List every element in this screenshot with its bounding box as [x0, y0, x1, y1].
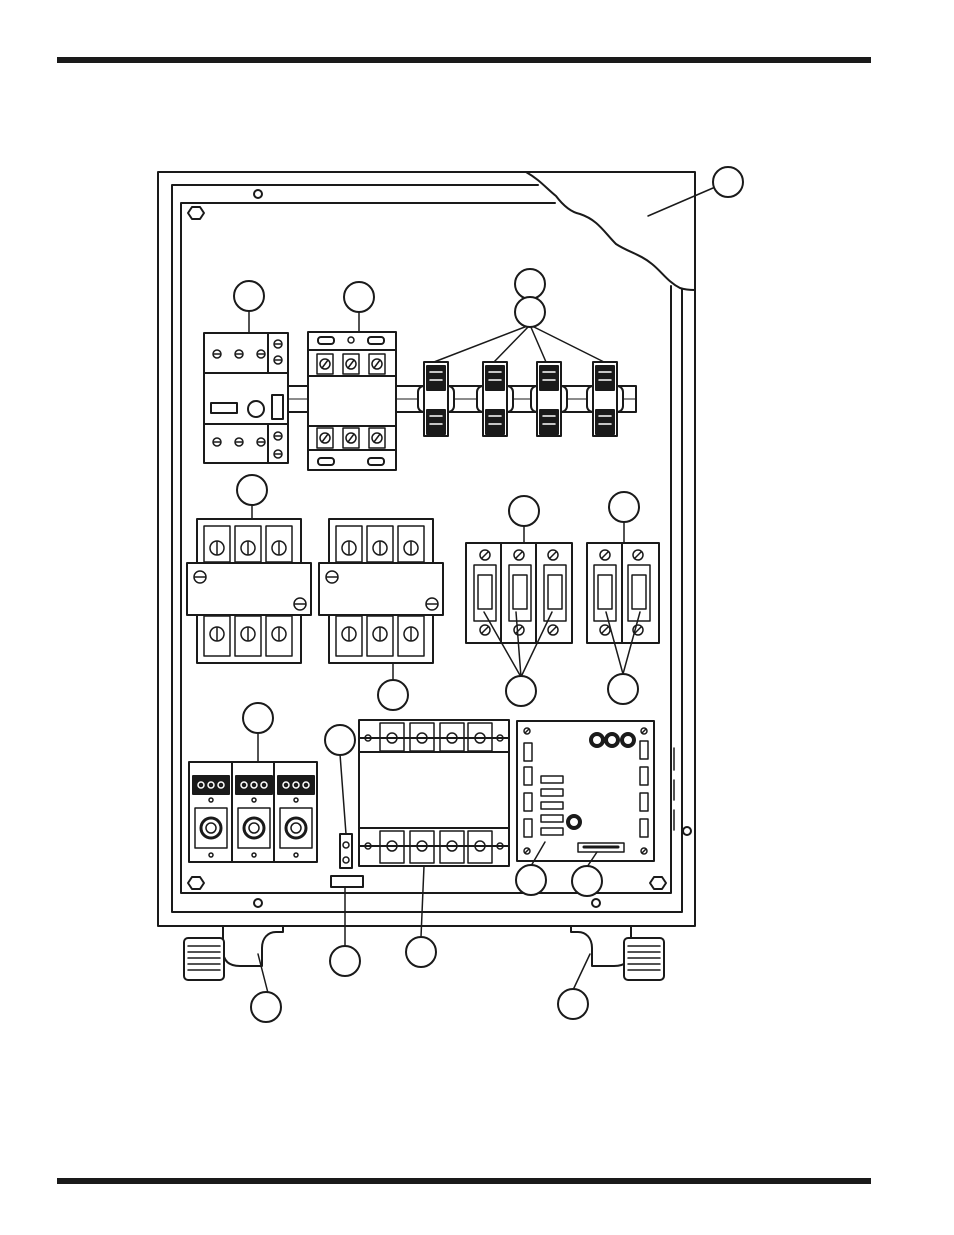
- fitting-right: [571, 926, 664, 980]
- power-block-right: [319, 519, 443, 663]
- callout-fitting-right: [558, 989, 588, 1019]
- callout-power-block: [237, 475, 267, 505]
- callout-surge-arrester: [243, 703, 273, 733]
- power-block-left: [187, 519, 311, 663]
- cutaway-cover: [526, 172, 695, 290]
- small-fuse: [340, 834, 352, 868]
- transformer: [359, 720, 509, 866]
- callout-cover: [713, 167, 743, 197]
- fuse-holder-2pole: [587, 543, 659, 643]
- surge-arresters: [189, 762, 317, 862]
- callout-control-board: [516, 865, 546, 895]
- callout-power-block-2: [378, 680, 408, 710]
- terminal-block-1: [418, 362, 454, 436]
- terminal-block-2: [477, 362, 513, 436]
- contactor: [308, 332, 396, 470]
- callout-ground-lug: [330, 946, 360, 976]
- callout-board-connector: [572, 866, 602, 896]
- terminal-block-4: [587, 362, 623, 436]
- callout-transformer: [406, 937, 436, 967]
- ground-lug: [331, 876, 363, 887]
- fuse-holder-3pole: [466, 543, 572, 643]
- callout-fitting-left: [251, 992, 281, 1022]
- callout-fuse-holder-3: [509, 496, 539, 526]
- callout-terminal-block-a: [515, 269, 545, 299]
- terminal-block-3: [531, 362, 567, 436]
- motor-breaker: [204, 333, 288, 463]
- callout-fuses-3: [506, 676, 536, 706]
- callout-small-fuse: [325, 725, 355, 755]
- callout-contactor: [344, 282, 374, 312]
- callout-fuse-holder-2: [609, 492, 639, 522]
- callout-breaker: [234, 281, 264, 311]
- control-board: [517, 721, 654, 861]
- callout-terminal-block-b: [515, 297, 545, 327]
- fitting-left: [184, 926, 283, 980]
- callout-fuses-2: [608, 674, 638, 704]
